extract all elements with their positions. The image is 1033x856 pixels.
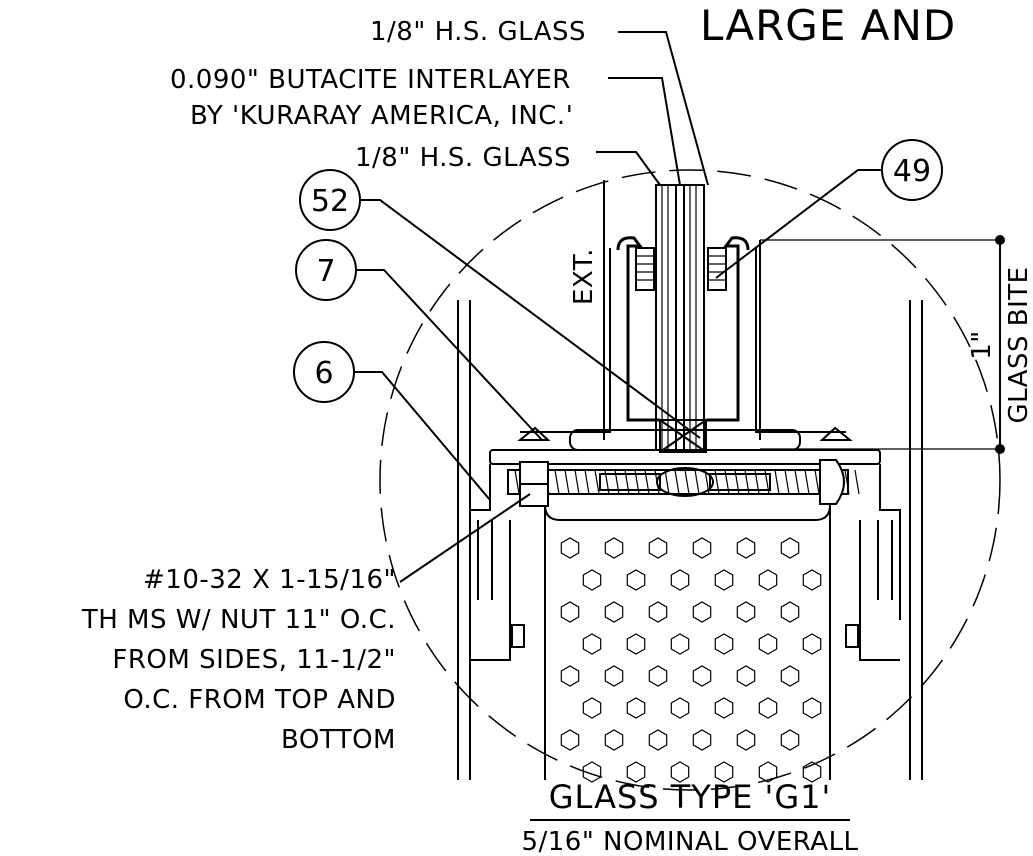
glass-type-subtitle: 5/16" NOMINAL OVERALL [521,827,858,856]
hex-cell [714,569,734,591]
hex-cell [670,697,690,719]
hex-cell [692,537,712,559]
hex-cell [604,537,624,559]
glazing-pocket [520,236,846,453]
hex-cell [604,729,624,751]
svg-text:#10-32 X 1-15/16": #10-32 X 1-15/16" [143,565,396,595]
label-glass-outer: 1/8" H.S. GLASS [370,17,586,47]
hex-cell [648,601,668,623]
label-interlayer-line1: 0.090" BUTACITE INTERLAYER [170,65,571,95]
hex-cell [736,601,756,623]
glass-type-title: GLASS TYPE 'G1' [549,778,832,816]
svg-text:52: 52 [311,184,349,219]
glass-bite-label: GLASS BITE [1004,266,1033,423]
hex-cell [670,569,690,591]
callout-7: 7 [295,239,357,301]
hex-cell [604,601,624,623]
hex-cell [780,665,800,687]
hex-cell [626,569,646,591]
hex-cell [648,729,668,751]
hex-cell [582,697,602,719]
machine-screw [507,459,860,507]
hex-cell [692,729,712,751]
hex-cell [714,761,734,783]
svg-text:7: 7 [316,254,335,289]
hex-cell [648,665,668,687]
label-interlayer-line2: BY 'KURARAY AMERICA, INC.' [190,101,573,131]
hex-cell [670,633,690,655]
svg-text:FROM SIDES, 11-1/2": FROM SIDES, 11-1/2" [112,645,396,675]
hex-cell [736,665,756,687]
leader-lines [354,31,882,583]
mullion-core-pattern [560,537,822,783]
svg-text:6: 6 [314,356,333,391]
hex-cell [648,537,668,559]
callout-6: 6 [293,341,355,403]
exterior-label: EXT. [569,248,599,305]
glazing-tape [635,247,727,291]
hex-cell [670,761,690,783]
hex-cell [736,729,756,751]
svg-text:BOTTOM: BOTTOM [281,725,396,755]
callout-49: 49 [881,139,943,201]
hex-cell [560,665,580,687]
hex-cell [802,761,822,783]
svg-text:49: 49 [893,154,931,189]
hex-cell [582,633,602,655]
hex-cell [560,537,580,559]
mullion-frame [457,180,923,780]
hex-cell [780,601,800,623]
svg-text:TH MS W/ NUT 11" O.C.: TH MS W/ NUT 11" O.C. [81,605,396,635]
hex-cell [626,761,646,783]
hex-cell [560,729,580,751]
hex-cell [626,633,646,655]
svg-text:O.C. FROM TOP AND: O.C. FROM TOP AND [123,685,396,715]
hex-cell [780,729,800,751]
hex-cell [802,697,822,719]
hex-cell [758,761,778,783]
hex-cell [582,761,602,783]
hex-cell [582,569,602,591]
hex-cell [692,665,712,687]
title-fragment: LARGE AND [700,1,956,50]
hex-cell [714,633,734,655]
hex-cell [758,697,778,719]
callout-52: 52 [299,169,361,231]
detail-circle [379,169,1001,791]
hex-cell [780,537,800,559]
mullion-tube [470,504,900,780]
hex-cell [736,537,756,559]
hex-cell [714,697,734,719]
hex-cell [802,569,822,591]
hex-cell [758,633,778,655]
glass-bite-dimension [760,235,1005,454]
glass-bite-dim-value: 1" [967,330,997,360]
hex-cell [560,601,580,623]
hex-cell [604,665,624,687]
pressure-plate [469,426,901,620]
hex-cell [692,601,712,623]
fastener-note: #10-32 X 1-15/16" TH MS W/ NUT 11" O.C. … [81,565,396,755]
hex-cell [626,697,646,719]
label-glass-inner: 1/8" H.S. GLASS [355,143,571,173]
hex-cell [758,569,778,591]
hex-cell [802,633,822,655]
